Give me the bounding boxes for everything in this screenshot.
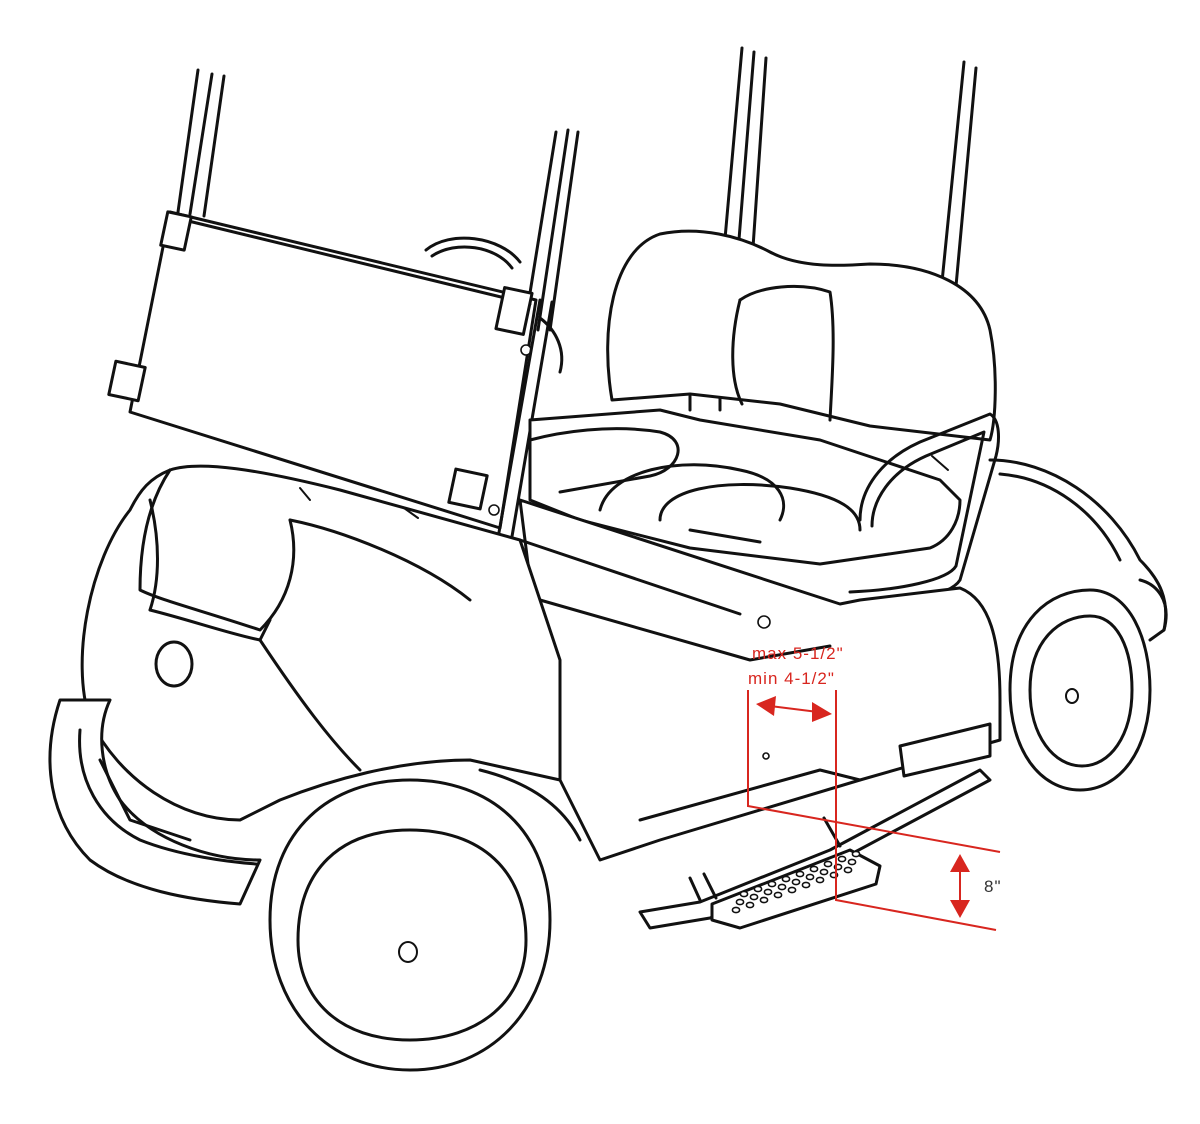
windshield-clip-top-right	[494, 286, 534, 336]
min-offset-label: min 4-1/2"	[748, 669, 835, 688]
front-wheel	[268, 768, 582, 1072]
step-rail	[638, 768, 992, 930]
step-hole	[777, 883, 787, 891]
rear-wheel	[1008, 588, 1152, 792]
step-hole	[753, 885, 763, 893]
windshield-clip-bottom-left	[107, 359, 147, 403]
step-hole	[791, 878, 801, 886]
step-hole	[759, 896, 769, 904]
dim-offset-arrow-right	[812, 702, 832, 722]
dim-height-arrow-up	[950, 854, 970, 872]
step-hole	[767, 880, 777, 888]
windshield-clip-bottom-right	[447, 467, 489, 511]
rear-body	[988, 458, 1168, 642]
front-body	[80, 464, 562, 822]
dim-offset-arrow-left	[756, 696, 776, 716]
seat-bottom	[528, 408, 962, 566]
step-hole	[815, 876, 825, 884]
step-hole	[749, 893, 759, 901]
step-hole	[781, 875, 791, 883]
step-hole	[763, 888, 773, 896]
dim-extension-left	[747, 690, 1001, 853]
step-hole	[773, 891, 783, 899]
step-bar	[638, 768, 992, 930]
step-hole	[735, 898, 745, 906]
step-hole	[851, 850, 861, 858]
step-hole	[739, 890, 749, 898]
step-hole	[801, 881, 811, 889]
step-hole	[795, 870, 805, 878]
dim-extension-right	[835, 690, 997, 931]
seat-back	[606, 229, 997, 442]
windshield	[107, 210, 538, 530]
front-bumper	[48, 698, 262, 906]
height-label: 8"	[984, 877, 1002, 896]
step-hole	[847, 858, 857, 866]
steering-wheel	[424, 236, 564, 374]
max-offset-label: max 5-1/2"	[752, 644, 844, 663]
dim-height-arrow-down	[950, 900, 970, 918]
step-hole	[809, 865, 819, 873]
roof-struts	[176, 46, 978, 332]
step-hole	[819, 868, 829, 876]
step-hole	[805, 873, 815, 881]
side-reflector	[898, 722, 992, 778]
step-hole	[731, 906, 741, 914]
step-plate-holes	[731, 850, 861, 914]
side-body	[518, 498, 1002, 862]
step-hole	[787, 886, 797, 894]
windshield-clip-top-left	[159, 210, 193, 252]
step-hole	[837, 855, 847, 863]
dim-offset-line	[769, 705, 819, 713]
step-hole	[745, 901, 755, 909]
step-hole	[843, 866, 853, 874]
step-hole	[823, 860, 833, 868]
dimension-annotations: max 5-1/2" min 4-1/2" 8"	[747, 644, 1002, 931]
